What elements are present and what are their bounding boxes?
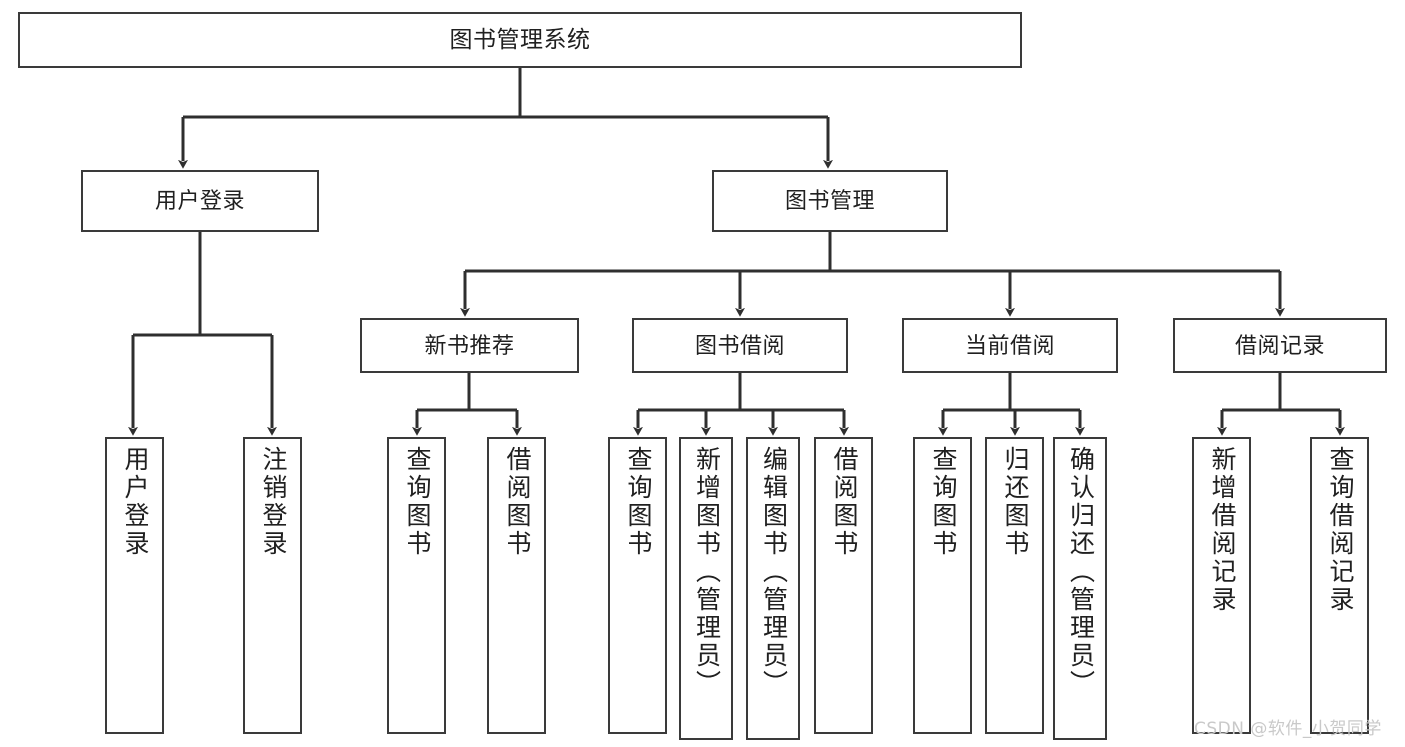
- node-leaf-logout-login-label: 注销登录: [259, 446, 287, 558]
- node-leaf-borrow-book-2-label: 借阅图书: [830, 446, 858, 558]
- node-leaf-query-record[interactable]: 查询借阅记录: [1310, 437, 1369, 734]
- node-book-manage-label: 图书管理: [784, 188, 875, 214]
- node-leaf-query-book-3-label: 查询图书: [929, 446, 957, 558]
- node-borrow-record-label: 借阅记录: [1234, 332, 1325, 358]
- node-leaf-query-book-1[interactable]: 查询图书: [387, 437, 446, 734]
- node-new-book-recommend-label: 新书推荐: [424, 332, 515, 358]
- node-current-borrow-label: 当前借阅: [964, 332, 1055, 358]
- node-borrow-record[interactable]: 借阅记录: [1173, 318, 1387, 373]
- node-leaf-return-book-label: 归还图书: [1001, 446, 1029, 558]
- node-leaf-return-book[interactable]: 归还图书: [985, 437, 1044, 734]
- node-leaf-confirm-return[interactable]: 确认归还（管理员）: [1053, 437, 1107, 740]
- node-root[interactable]: 图书管理系统: [18, 12, 1022, 68]
- node-leaf-borrow-book-1[interactable]: 借阅图书: [487, 437, 546, 734]
- node-leaf-user-login-label: 用户登录: [121, 446, 149, 558]
- node-leaf-borrow-book-2[interactable]: 借阅图书: [814, 437, 873, 734]
- node-leaf-edit-book-admin-label: 编辑图书（管理员）: [759, 446, 788, 698]
- node-leaf-add-record-label: 新增借阅记录: [1208, 446, 1236, 614]
- node-root-label: 图书管理系统: [449, 26, 591, 53]
- csdn-watermark: CSDN @软件_小贺同学: [1194, 719, 1382, 739]
- node-leaf-confirm-return-label: 确认归还（管理员）: [1066, 446, 1095, 698]
- node-new-book-recommend[interactable]: 新书推荐: [360, 318, 579, 373]
- node-leaf-query-book-3[interactable]: 查询图书: [913, 437, 972, 734]
- node-leaf-borrow-book-1-label: 借阅图书: [503, 446, 531, 558]
- node-leaf-logout-login[interactable]: 注销登录: [243, 437, 302, 734]
- node-user-login[interactable]: 用户登录: [81, 170, 319, 232]
- node-leaf-add-book-admin[interactable]: 新增图书（管理员）: [679, 437, 733, 740]
- node-leaf-user-login[interactable]: 用户登录: [105, 437, 164, 734]
- node-leaf-query-book-1-label: 查询图书: [403, 446, 431, 558]
- node-leaf-query-book-2-label: 查询图书: [624, 446, 652, 558]
- node-leaf-query-book-2[interactable]: 查询图书: [608, 437, 667, 734]
- node-user-login-label: 用户登录: [154, 188, 245, 214]
- node-current-borrow[interactable]: 当前借阅: [902, 318, 1118, 373]
- node-leaf-query-record-label: 查询借阅记录: [1326, 446, 1354, 614]
- node-book-borrow[interactable]: 图书借阅: [632, 318, 848, 373]
- node-leaf-add-record[interactable]: 新增借阅记录: [1192, 437, 1251, 734]
- node-leaf-add-book-admin-label: 新增图书（管理员）: [692, 446, 721, 698]
- node-book-borrow-label: 图书借阅: [694, 332, 785, 358]
- node-leaf-edit-book-admin[interactable]: 编辑图书（管理员）: [746, 437, 800, 740]
- node-book-manage[interactable]: 图书管理: [712, 170, 948, 232]
